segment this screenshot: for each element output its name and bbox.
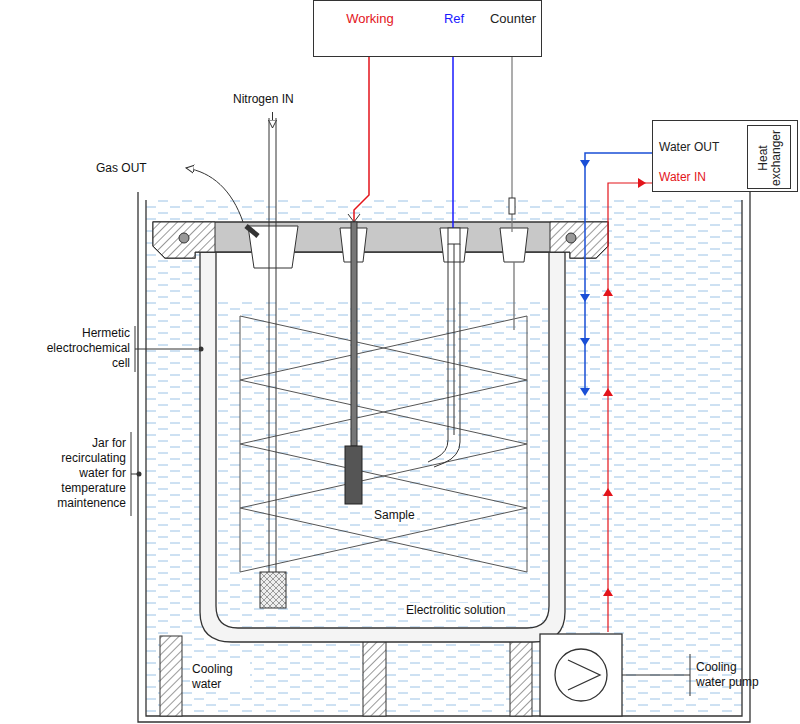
working-electrode [351, 222, 357, 446]
flow-arrowhead [603, 588, 613, 596]
node-text: Water OUT [659, 140, 719, 154]
gas-tube [276, 118, 277, 572]
node-text: Working [346, 12, 393, 26]
flow-arrowhead [603, 488, 613, 496]
sample-specimen [345, 446, 362, 504]
jar-wall [146, 200, 742, 716]
counter-connector [509, 198, 515, 214]
flow-arrowhead [580, 388, 590, 396]
node-text: Water IN [659, 170, 706, 184]
pump-housing [540, 634, 622, 716]
reference-core [454, 244, 455, 435]
cell-inner [216, 252, 549, 628]
leader-dot [199, 347, 204, 352]
lid-flange [550, 222, 608, 258]
electrode-clip [348, 214, 360, 222]
counter-mesh [240, 316, 527, 572]
reference-electrode [428, 244, 460, 467]
flow-arrowhead [580, 338, 590, 346]
instrument-box: Working Ref Counter [313, 0, 542, 57]
part-label: Jar for recirculating water for temperat… [30, 436, 126, 511]
flow-arrowhead [603, 288, 613, 296]
node-text: Counter [490, 12, 536, 26]
bolt [179, 233, 189, 243]
electrolyte [217, 298, 548, 627]
water-in-line [608, 183, 652, 632]
node-text: Ref [444, 12, 464, 26]
support-leg [510, 636, 532, 716]
flow-arrows [580, 160, 646, 596]
stopper [500, 228, 528, 262]
lid-flange [153, 222, 215, 258]
part-label: Hermetic electrochemical cell [30, 326, 130, 371]
gas-frit [260, 572, 286, 608]
part-label: Electrolitic solution [404, 603, 507, 618]
heat-exchanger-box: Heat exchanger [747, 125, 791, 189]
heat-exchanger-panel: Water OUT Water IN Heat exchanger [652, 120, 798, 192]
bolt [566, 233, 576, 243]
part-label: Cooling water pump [696, 660, 768, 690]
flow-arrowhead [603, 388, 613, 396]
flow-arrowhead [580, 160, 590, 168]
part-label: Cooling water [190, 662, 250, 692]
part-label: Sample [372, 508, 417, 523]
reference-wire [452, 40, 454, 232]
outlet-label: Gas OUT [96, 161, 147, 176]
cell-lid [153, 222, 608, 258]
gas-out-arrow [186, 168, 243, 222]
gas-outlet [246, 226, 258, 236]
cell-wall [200, 252, 565, 642]
cooling-water [146, 200, 742, 716]
jar-wall [138, 192, 750, 722]
inlet-arrow [272, 112, 273, 128]
counter-rod [513, 262, 514, 330]
leader-dot [137, 472, 142, 477]
reference-cap [448, 228, 460, 244]
node-text: Heat exchanger [757, 128, 783, 188]
working-wire [354, 40, 369, 232]
inlet-label: Nitrogen IN [233, 92, 294, 107]
water-out-line [585, 153, 652, 392]
support-leg [160, 636, 182, 716]
pump-symbol [555, 649, 607, 701]
leader-line [135, 349, 198, 350]
flow-arrowhead [580, 294, 590, 302]
support-leg [363, 640, 386, 716]
gas-tube [269, 118, 270, 572]
flow-arrowhead [638, 178, 646, 188]
leader-line [622, 675, 690, 676]
leader-line [131, 474, 137, 475]
pump-symbol [568, 660, 600, 690]
